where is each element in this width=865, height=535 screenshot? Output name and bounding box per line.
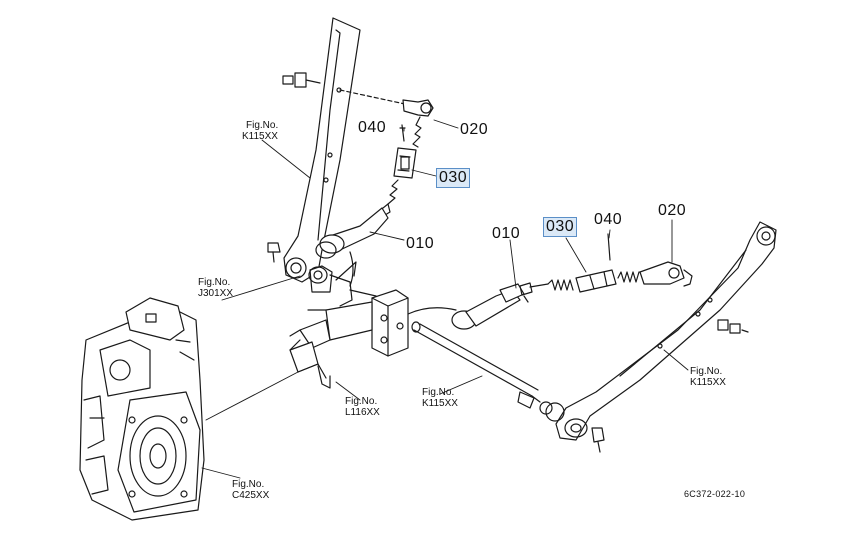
- left-lift-rod: [315, 99, 434, 259]
- fig-ref-label: Fig.No.: [232, 479, 265, 490]
- fig-ref-label: Fig.No.: [246, 120, 279, 131]
- callout-020-left[interactable]: 020: [460, 121, 489, 138]
- callout-010-right[interactable]: 010: [492, 225, 521, 242]
- cross-shaft: [411, 321, 565, 422]
- right-lower-link: [555, 221, 777, 441]
- right-nut-set: [717, 319, 749, 334]
- right-lift-rod: [451, 233, 693, 330]
- top-bolt-nut: [282, 72, 321, 88]
- fig-ref-code: C425XX: [232, 490, 270, 501]
- fig-ref-label: Fig.No.: [422, 387, 455, 398]
- fig-ref-code: K115XX: [422, 398, 458, 409]
- callout-010-left[interactable]: 010: [406, 235, 435, 252]
- left-small-bolt: [267, 242, 281, 263]
- fig-ref-code: K115XX: [242, 131, 278, 142]
- wire: [407, 307, 457, 315]
- callout-040-left[interactable]: 040: [358, 119, 387, 136]
- fig-ref-k115-center[interactable]: Fig.No. K115XX: [422, 387, 458, 409]
- callout-020-right[interactable]: 020: [658, 202, 687, 219]
- leader-lines: [201, 119, 689, 479]
- fig-ref-code: J301XX: [198, 288, 234, 299]
- fig-ref-c425[interactable]: Fig.No. C425XX: [232, 479, 269, 501]
- fig-ref-l116[interactable]: Fig.No. L116XX: [345, 396, 380, 418]
- fig-ref-label: Fig.No.: [345, 396, 378, 407]
- fig-ref-label: Fig.No.: [690, 366, 723, 377]
- callout-030-left[interactable]: 030: [436, 168, 471, 188]
- drawing-code: 6C372-022-10: [684, 489, 746, 499]
- right-pin-bolt: [591, 427, 605, 453]
- fig-ref-label: Fig.No.: [198, 277, 231, 288]
- fig-ref-code: L116XX: [345, 407, 380, 418]
- left-lift-arm: [283, 17, 361, 283]
- fig-ref-k115-right[interactable]: Fig.No. K115XX: [690, 366, 726, 388]
- fig-ref-j301[interactable]: Fig.No. J301XX: [198, 277, 233, 299]
- callout-030-right[interactable]: 030: [543, 217, 578, 237]
- transmission-housing: [79, 297, 205, 521]
- fig-ref-code: K115XX: [690, 377, 726, 388]
- fig-ref-k115-top-left[interactable]: Fig.No. K115XX: [242, 120, 279, 142]
- callout-040-right[interactable]: 040: [594, 211, 623, 228]
- center-bracket: [289, 251, 409, 389]
